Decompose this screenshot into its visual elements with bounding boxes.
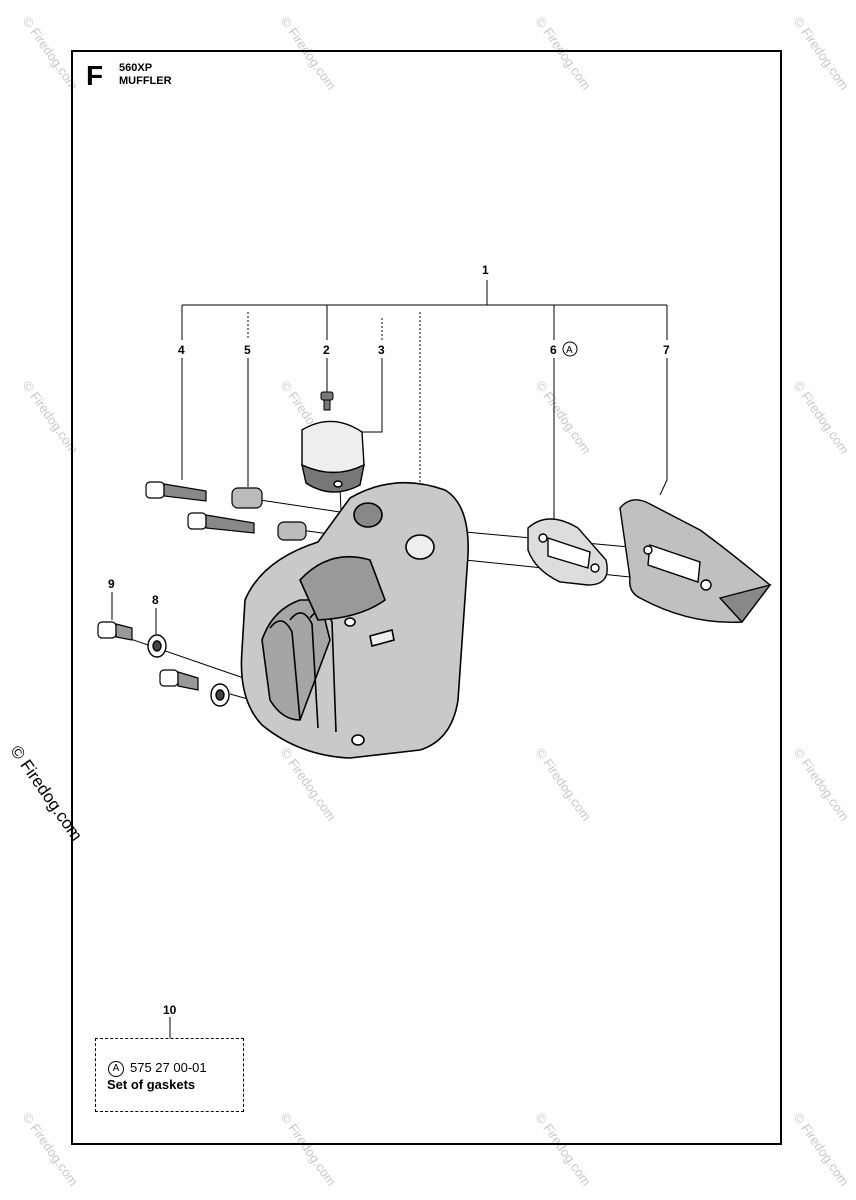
heat-shield-part-7 xyxy=(619,499,772,624)
cover-part-3 xyxy=(301,420,365,493)
callout-5: 5 xyxy=(244,343,251,357)
screw-part-2 xyxy=(320,391,334,411)
section-title: MUFFLER xyxy=(119,75,172,87)
callout-8: 8 xyxy=(152,593,159,607)
gasket-part-6 xyxy=(527,518,608,586)
page-frame xyxy=(71,50,782,1145)
kit-marker: A xyxy=(108,1061,124,1077)
gasket-kit-box xyxy=(95,1038,244,1112)
callout-10: 10 xyxy=(163,1003,177,1017)
callout-6-marker: A xyxy=(566,345,573,356)
spacer-part-5 xyxy=(231,487,307,541)
model-name: 560XP xyxy=(119,62,153,74)
gasket-kit-part-number: A 575 27 00-01 xyxy=(108,1060,207,1077)
callout-7: 7 xyxy=(663,343,670,357)
bolt-part-9 xyxy=(97,621,199,691)
callout-6-marker-circle xyxy=(562,341,578,357)
callout-4: 4 xyxy=(178,343,185,357)
callout-1: 1 xyxy=(482,263,489,277)
kit-part-number-text: 575 27 00-01 xyxy=(130,1060,207,1075)
section-letter: F xyxy=(86,60,104,91)
callout-6: 6 xyxy=(550,343,557,357)
callout-9: 9 xyxy=(108,577,115,591)
muffler-body-part-1 xyxy=(240,481,469,759)
callout-3: 3 xyxy=(378,343,385,357)
bolt-part-4 xyxy=(145,481,255,534)
washer-part-8 xyxy=(147,634,230,707)
gasket-kit-description: Set of gaskets xyxy=(107,1077,196,1092)
callout-2: 2 xyxy=(323,343,330,357)
